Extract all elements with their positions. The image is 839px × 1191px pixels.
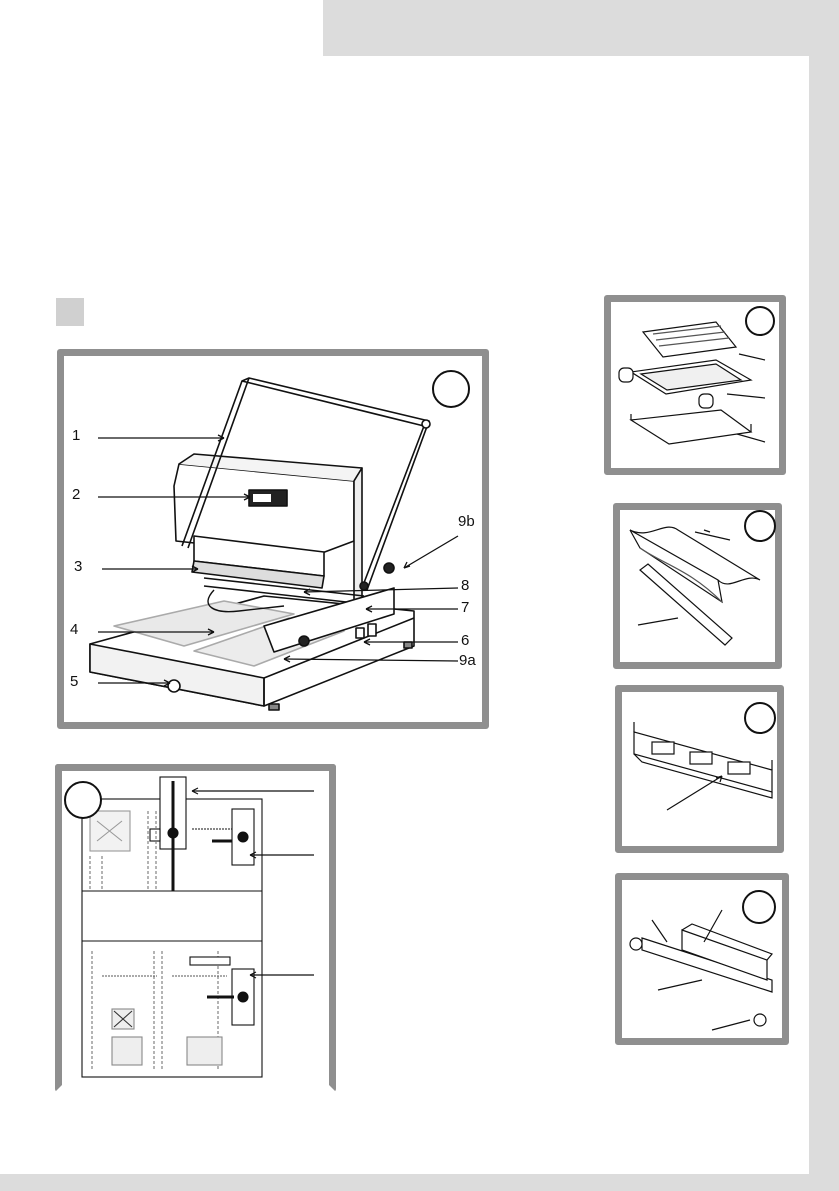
part-label-6: 6 [461, 633, 469, 648]
part-label-9b: 9b [458, 514, 475, 529]
part-label-1: 1 [72, 428, 80, 443]
figure-number-circle [744, 702, 776, 734]
footer-band [0, 1174, 839, 1191]
header-band [323, 0, 839, 56]
part-label-9a: 9a [459, 653, 476, 668]
section-marker-square [56, 298, 84, 326]
figure-number-circle [432, 370, 470, 408]
part-label-8: 8 [461, 578, 469, 593]
part-label-3: 3 [74, 559, 82, 574]
figure-number-circle [742, 890, 776, 924]
figure-number-circle [745, 306, 775, 336]
right-margin-band [809, 56, 839, 1191]
part-label-5: 5 [70, 674, 78, 689]
part-label-2: 2 [72, 487, 80, 502]
figure-number-circle [64, 781, 102, 819]
accessory-bracket-frame [615, 685, 784, 853]
template-figure-frame [55, 764, 336, 1092]
accessory-channel-frame [613, 503, 782, 669]
part-label-7: 7 [461, 600, 469, 615]
figure-number-circle [744, 510, 776, 542]
machine-illustration [64, 356, 482, 722]
accessory-trays-frame [604, 295, 786, 475]
part-label-4: 4 [70, 622, 78, 637]
template-sheet-illustration [62, 771, 329, 1085]
accessory-blade-frame [615, 873, 789, 1045]
main-figure-frame: 1 2 3 4 5 6 7 8 9a 9b [57, 349, 489, 729]
